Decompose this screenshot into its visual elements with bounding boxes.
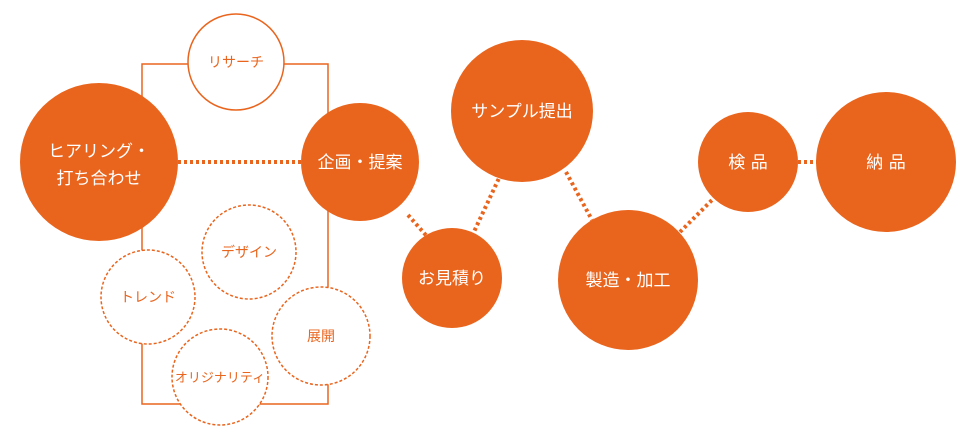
hearing-label-line1: ヒアリング・ [48, 142, 150, 162]
node-inspection: 検 品 [698, 112, 798, 212]
node-sample: サンプル提出 [451, 40, 593, 182]
design-label: デザイン [221, 244, 277, 261]
sample-label: サンプル提出 [471, 102, 573, 122]
delivery-circle [816, 92, 956, 232]
delivery-label: 納 品 [866, 153, 905, 173]
sub-node-trend: トレンド [100, 249, 196, 345]
connector-manufacturing-inspection [678, 194, 718, 234]
estimate-circle [402, 228, 502, 328]
node-delivery: 納 品 [816, 92, 956, 232]
node-hearing: ヒアリング・ 打ち合わせ [20, 83, 178, 241]
node-manufacturing: 製造・加工 [558, 210, 698, 350]
manufacturing-label: 製造・加工 [586, 271, 671, 291]
node-estimate: お見積り [402, 228, 502, 328]
connector-sample-manufacturing [564, 171, 594, 221]
trend-circle [100, 249, 196, 345]
design-circle [201, 204, 297, 300]
inspection-label: 検 品 [728, 153, 767, 173]
trend-label: トレンド [120, 290, 176, 306]
sub-node-design: デザイン [201, 204, 297, 300]
connector-estimate-sample [470, 175, 502, 237]
hearing-label-line2: 打ち合わせ [57, 169, 142, 189]
originality-circle [171, 328, 269, 426]
planning-label: 企画・提案 [318, 153, 403, 173]
inspection-circle [698, 112, 798, 212]
sub-node-research: リサーチ [187, 13, 285, 111]
hearing-circle [20, 83, 178, 241]
research-circle [187, 13, 285, 111]
manufacturing-circle [558, 210, 698, 350]
sub-node-development: 展開 [271, 286, 371, 386]
development-label: 展開 [307, 329, 335, 345]
sub-node-originality: オリジナリティ [171, 328, 269, 426]
node-planning: 企画・提案 [301, 103, 419, 221]
research-label: リサーチ [208, 55, 264, 71]
planning-circle [301, 103, 419, 221]
estimate-label: お見積り [418, 269, 486, 289]
development-circle [271, 286, 371, 386]
originality-label: オリジナリティ [175, 371, 265, 386]
sample-circle [451, 40, 593, 182]
